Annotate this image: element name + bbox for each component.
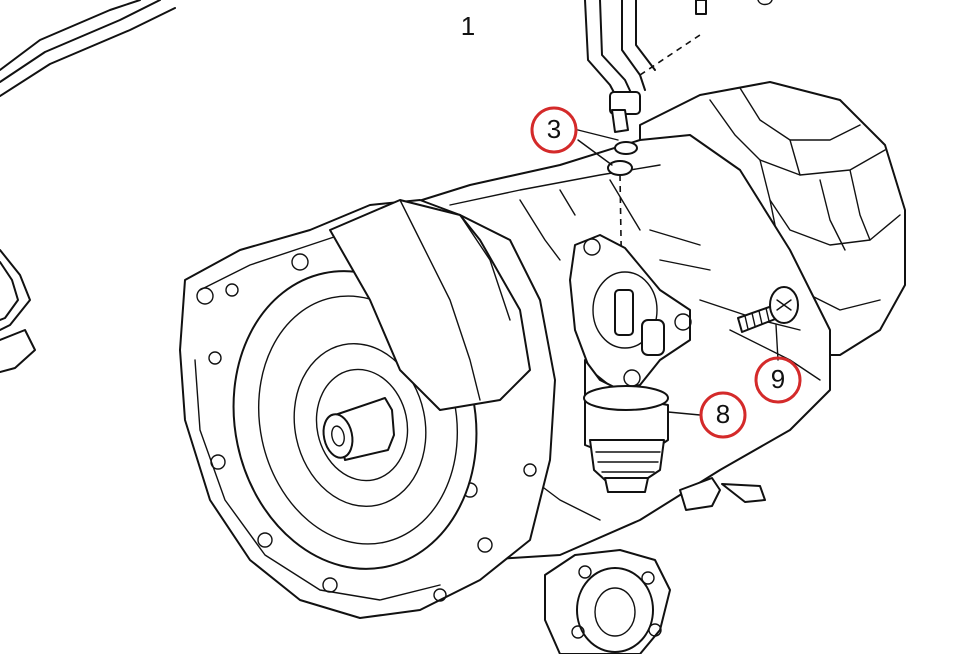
callout-part-3: 3	[530, 106, 578, 154]
callout-label-1: 1	[461, 11, 475, 41]
upper-pipe-assembly	[584, 0, 707, 133]
transmission-housing	[179, 81, 906, 619]
callout-part-9: 9	[754, 356, 802, 404]
callout-part-1: 1	[461, 11, 475, 41]
bolt-part	[737, 286, 799, 333]
cropped-label-fragment	[757, 0, 773, 6]
leader-lines	[577, 129, 779, 416]
callout-part-8: 8	[699, 391, 747, 439]
callout-label-9: 9	[771, 364, 785, 394]
callout-label-8: 8	[716, 399, 730, 429]
sensor-body	[583, 359, 669, 493]
connector-plug	[679, 477, 766, 511]
highlight-circle-9	[754, 356, 802, 404]
callout-label-3: 3	[547, 114, 561, 144]
output-flange	[544, 549, 671, 655]
highlight-circle-3	[530, 106, 578, 154]
highlight-circle-8	[699, 391, 747, 439]
sensor-mount-flange	[569, 234, 692, 391]
left-pipe-lines	[0, 0, 176, 373]
